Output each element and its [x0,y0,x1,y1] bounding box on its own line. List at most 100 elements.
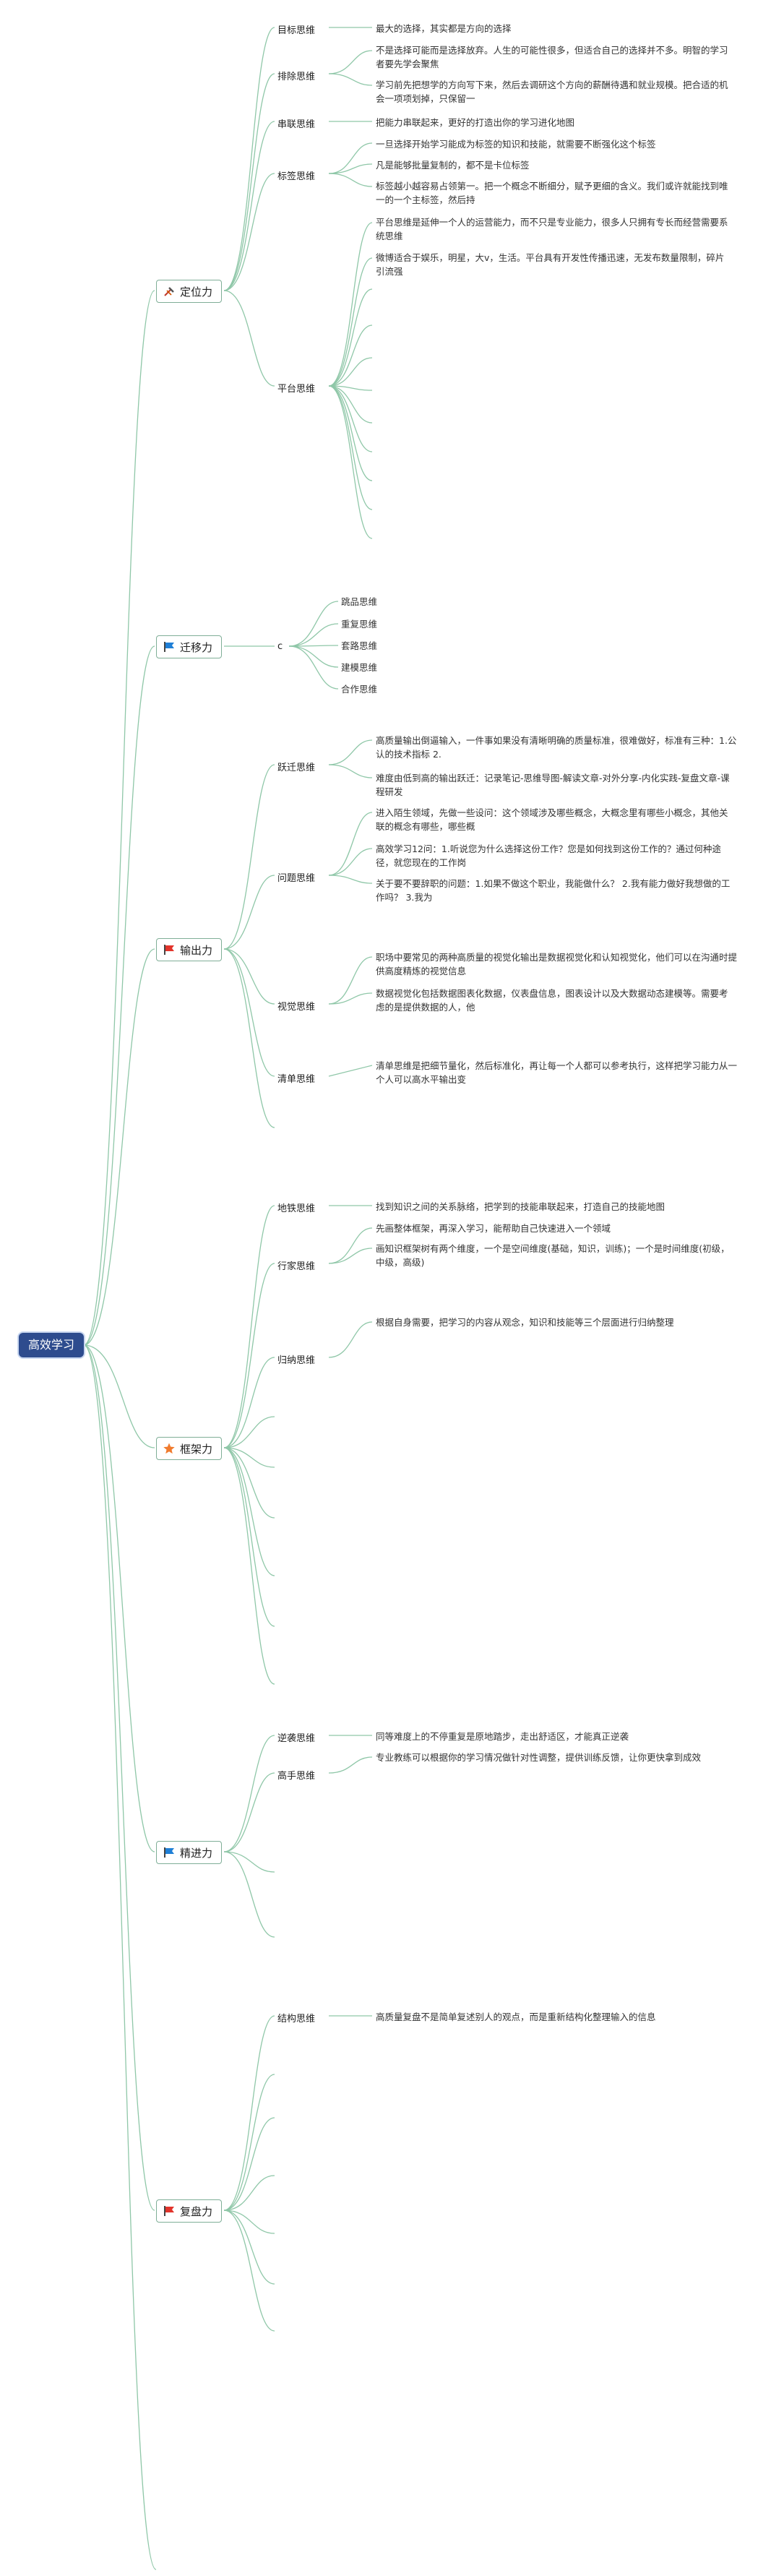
note: 合作思维 [341,684,378,695]
branch-output[interactable]: 输出力 [156,938,223,961]
connector [223,2015,275,2211]
topic-label[interactable]: 标签思维 [277,171,316,182]
branch-label: 复盘力 [180,2204,213,2218]
connector [328,1227,373,1264]
connector [223,1447,275,1468]
connector [223,1357,275,1448]
branch-advance[interactable]: 精进力 [156,1841,223,1864]
note: 关于要不要辞职的问题：1.如果不做这个职业，我能做什么？ 2.我有能力做好我想做… [376,878,731,903]
connector [83,290,155,1346]
topic-exclusion[interactable]: 排除思维 [277,72,316,82]
connector [328,875,373,884]
connector [223,27,275,291]
connector [328,288,373,387]
connector [83,1344,155,2211]
topic-expert[interactable]: 行家思维 [277,1261,316,1272]
connector [328,257,373,387]
note: 重复思维 [341,619,378,630]
connector [288,645,339,647]
note: 凡是能够批量复制的，都不是卡位标签 [376,160,530,171]
note: 先画整体框架，再深入学习，能帮助自己快速进入一个领域 [376,1223,611,1234]
note: 建模思维 [341,662,378,673]
topic-checklist[interactable]: 清单思维 [277,1074,316,1085]
connector [223,1851,275,1873]
connector [328,163,373,174]
topic-comeback[interactable]: 逆袭思维 [277,1733,316,1744]
connector [223,1447,275,1519]
note: 画知识框架树有两个维度，一个是空间维度(基础，知识，训练)；一个是时间维度(初级… [376,1243,730,1268]
flag-blue-icon [163,641,176,653]
topic-leap[interactable]: 跃迁思维 [277,763,316,773]
note: 一旦选择开始学习能成为标签的知识和技能，就需要不断强化这个标签 [376,139,656,150]
connector [83,1344,155,1852]
connector [288,623,339,647]
topic-induction[interactable]: 归纳思维 [277,1355,316,1366]
topic-master[interactable]: 高手思维 [277,1771,316,1782]
star-orange-icon [163,1443,176,1454]
note: 把能力串联起来，更好的打造出你的学习进化地图 [376,117,575,128]
connector [328,385,373,452]
connector [328,357,373,387]
connector [83,1344,157,2570]
connector [328,1248,373,1264]
connector [83,645,155,1346]
connector [288,645,339,668]
topic-subway[interactable]: 地铁思维 [277,1203,316,1214]
note: 平台思维是延伸一个人的运营能力，而不只是专业能力，很多人只拥有专长而经营需要系统… [376,217,728,241]
connector [223,2175,275,2211]
note: 进入陌生领域，先做一些设问：这个领域涉及哪些概念，大概念里有哪些小概念，其他关联… [376,807,728,832]
connector [223,1447,275,1576]
connector [223,1772,275,1852]
topic-structure[interactable]: 结构思维 [277,2014,316,2025]
flag-red-icon [163,2205,176,2217]
connector [288,601,339,647]
note: 数据视觉化包括数据图表化数据，仪表盘信息，图表设计以及大数据动态建模等。需要考虑… [376,988,728,1013]
connector [223,2210,275,2332]
topic-platform[interactable]: 平台思维 [277,384,316,395]
topic-goal[interactable]: 目标思维 [277,25,316,36]
branch-positioning[interactable]: 定位力 [156,280,223,303]
connector [223,2210,275,2234]
connector [223,121,275,291]
connector [223,2210,275,2285]
connector [223,1447,275,1627]
topic-question[interactable]: 问题思维 [277,873,316,884]
branch-transfer[interactable]: 迁移力 [156,635,223,658]
branch-framework[interactable]: 框架力 [156,1437,223,1460]
connector [223,2074,275,2211]
note: 职场中要常见的两种高质量的视觉化输出是数据视觉化和认知视觉化，他们可以在沟通时提… [376,952,738,976]
note: 清单思维是把细节量化，然后标准化，再让每一个人都可以参考执行，这样把学习能力从一… [376,1060,738,1085]
connector [223,173,275,291]
connector [328,992,373,1005]
note: 标签越小越容易占领第一。把一个概念不断细分，赋予更细的含义。我们或许就能找到唯一… [376,181,728,205]
connector [223,1263,275,1448]
connector [328,50,373,74]
branch-review[interactable]: 复盘力 [156,2199,223,2223]
connector [223,948,275,1005]
note: 根据自身需要，把学习的内容从观念，知识和技能等三个层面进行归纳整理 [376,1317,674,1328]
note: 套路思维 [341,640,378,651]
connector [223,290,275,387]
flag-blue-icon [163,1847,176,1858]
branch-label: 迁移力 [180,640,213,654]
note: 跳品思维 [341,596,378,607]
note: 高质量复盘不是简单复述别人的观点，而是重新结构化整理输入的信息 [376,2012,656,2022]
connector [223,875,275,950]
note: 专业教练可以根据你的学习情况做针对性调整，提供训练反馈，让你更快拿到成效 [376,1752,702,1763]
connector [328,385,373,424]
topic-c[interactable]: c [277,641,283,652]
connector [328,385,373,481]
flag-red-icon [163,944,176,956]
root-node[interactable]: 高效学习 [19,1333,84,1357]
connector [328,1065,373,1077]
note: 最大的选择，其实都是方向的选择 [376,23,512,34]
note: 同等难度上的不停重复是原地踏步，走出舒适区，才能真正逆袭 [376,1731,629,1742]
topic-chain[interactable]: 串联思维 [277,119,316,130]
topic-visual[interactable]: 视觉思维 [277,1002,316,1013]
connector [328,385,373,539]
connector [328,812,373,876]
connector [223,1416,275,1448]
connector [328,142,373,174]
note: 高质量输出倒逼输入，一件事如果没有清晰明确的质量标准，很难做好，标准有三种：1.… [376,735,737,760]
